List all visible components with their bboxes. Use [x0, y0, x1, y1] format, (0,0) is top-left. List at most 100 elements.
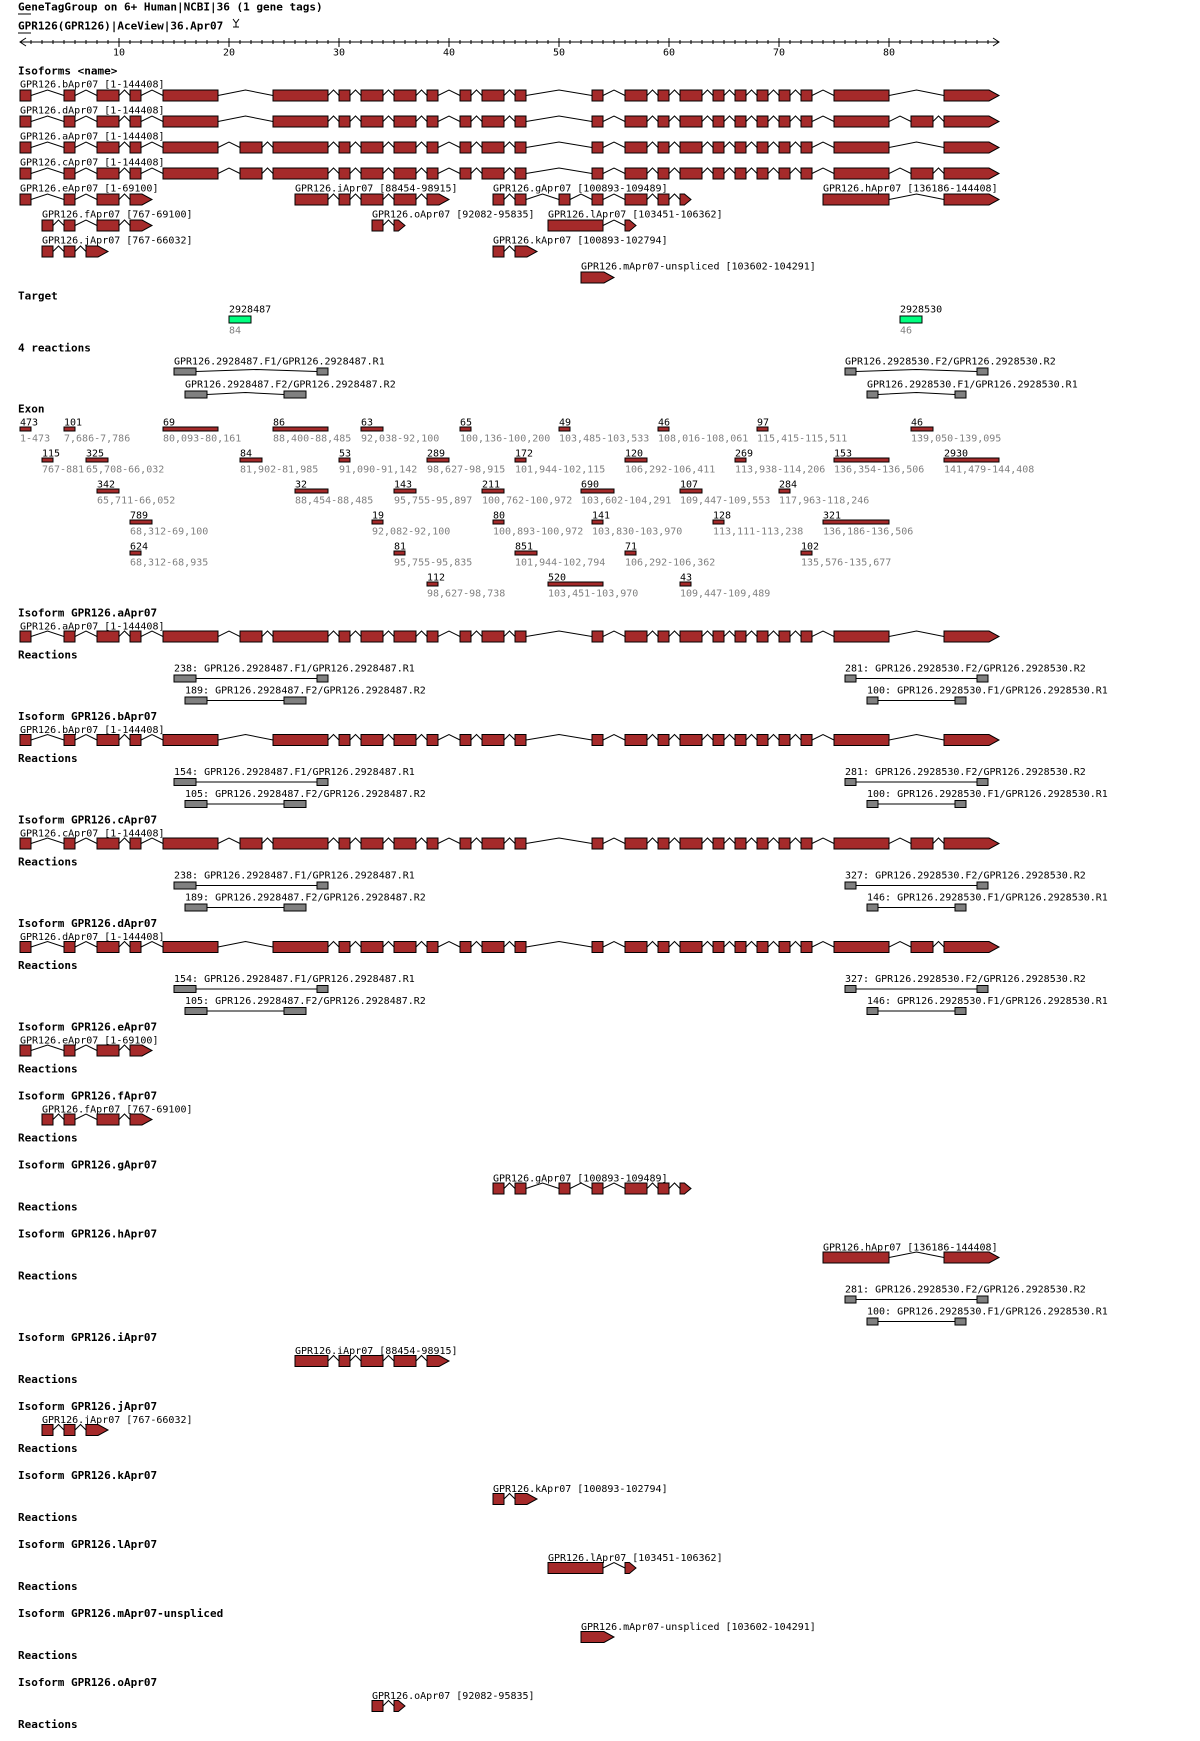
section-reaction-label[interactable]: 238: GPR126.2928487.F1/GPR126.2928487.R1 — [174, 871, 415, 882]
section-reaction[interactable]: 281: GPR126.2928530.F2/GPR126.2928530.R2 — [844, 664, 1086, 683]
section-reaction[interactable]: 154: GPR126.2928487.F1/GPR126.2928487.R1 — [173, 974, 415, 993]
isoform-label[interactable]: GPR126.gApr07 [100893-109489] — [493, 1174, 668, 1185]
isoform-k[interactable]: GPR126.kApr07 [100893-102794] — [492, 1484, 668, 1505]
section-reaction[interactable]: 100: GPR126.2928530.F1/GPR126.2928530.R1 — [866, 686, 1108, 705]
reaction-label[interactable]: GPR126.2928530.F2/GPR126.2928530.R2 — [845, 357, 1056, 368]
isoform-label[interactable]: GPR126.cApr07 [1-144408] — [20, 829, 165, 840]
isoform-label[interactable]: GPR126.hApr07 [136186-144408] — [823, 1243, 998, 1254]
section-reaction-label[interactable]: 238: GPR126.2928487.F1/GPR126.2928487.R1 — [174, 664, 415, 675]
section-reaction[interactable]: 189: GPR126.2928487.F2/GPR126.2928487.R2 — [184, 686, 426, 705]
isoform-f[interactable]: GPR126.fApr07 [767-69100] — [41, 1105, 193, 1126]
isoform-label[interactable]: GPR126.eApr07 [1-69100] — [20, 184, 158, 195]
isoform-o[interactable]: GPR126.oApr07 [92082-95835] — [371, 210, 535, 232]
isoform-j[interactable]: GPR126.jApr07 [767-66032] — [41, 1415, 193, 1436]
isoform-label[interactable]: GPR126.iApr07 [88454-98915] — [295, 1346, 458, 1357]
isoform-label[interactable]: GPR126.gApr07 [100893-109489] — [493, 184, 668, 195]
target-name[interactable]: 2928487 — [229, 305, 271, 316]
isoform-b[interactable]: GPR126.bApr07 [1-144408] — [19, 725, 1001, 746]
reaction-label[interactable]: GPR126.2928487.F2/GPR126.2928487.R2 — [185, 380, 396, 391]
section-reaction[interactable]: 146: GPR126.2928530.F1/GPR126.2928530.R1 — [866, 893, 1108, 912]
isoform-label[interactable]: GPR126.kApr07 [100893-102794] — [493, 1484, 668, 1495]
section-reaction[interactable]: 327: GPR126.2928530.F2/GPR126.2928530.R2 — [844, 974, 1086, 993]
isoform-c[interactable]: GPR126.cApr07 [1-144408] — [19, 829, 1001, 850]
isoform-label[interactable]: GPR126.jApr07 [767-66032] — [42, 236, 193, 247]
section-reaction-label[interactable]: 281: GPR126.2928530.F2/GPR126.2928530.R2 — [845, 664, 1086, 675]
section-reaction[interactable]: 100: GPR126.2928530.F1/GPR126.2928530.R1 — [866, 789, 1108, 808]
section-reaction[interactable]: 146: GPR126.2928530.F1/GPR126.2928530.R1 — [866, 996, 1108, 1015]
section-reaction-label[interactable]: 154: GPR126.2928487.F1/GPR126.2928487.R1 — [174, 767, 415, 778]
reaction-item[interactable]: GPR126.2928530.F1/GPR126.2928530.R1 — [866, 380, 1078, 399]
reaction-item[interactable]: GPR126.2928530.F2/GPR126.2928530.R2 — [844, 357, 1056, 376]
section-reaction-label[interactable]: 100: GPR126.2928530.F1/GPR126.2928530.R1 — [867, 1307, 1108, 1318]
isoform-label[interactable]: GPR126.dApr07 [1-144408] — [20, 106, 165, 117]
reaction-item[interactable]: GPR126.2928487.F1/GPR126.2928487.R1 — [173, 357, 385, 376]
isoform-label[interactable]: GPR126.oApr07 [92082-95835] — [372, 210, 535, 221]
isoform-label[interactable]: GPR126.hApr07 [136186-144408] — [823, 184, 998, 195]
isoform-label[interactable]: GPR126.fApr07 [767-69100] — [42, 1105, 193, 1116]
section-reaction-label[interactable]: 281: GPR126.2928530.F2/GPR126.2928530.R2 — [845, 767, 1086, 778]
isoform-m[interactable]: GPR126.mApr07-unspliced [103602-104291] — [580, 262, 816, 284]
isoform-i[interactable]: GPR126.iApr07 [88454-98915] — [294, 184, 458, 206]
section-reaction-label[interactable]: 154: GPR126.2928487.F1/GPR126.2928487.R1 — [174, 974, 415, 985]
section-reaction[interactable]: 281: GPR126.2928530.F2/GPR126.2928530.R2 — [844, 767, 1086, 786]
section-reaction[interactable]: 154: GPR126.2928487.F1/GPR126.2928487.R1 — [173, 767, 415, 786]
section-reaction[interactable]: 281: GPR126.2928530.F2/GPR126.2928530.R2 — [844, 1285, 1086, 1304]
isoform-l[interactable]: GPR126.lApr07 [103451-106362] — [547, 1553, 723, 1574]
reaction-item[interactable]: GPR126.2928487.F2/GPR126.2928487.R2 — [184, 380, 396, 399]
reaction-label[interactable]: GPR126.2928530.F1/GPR126.2928530.R1 — [867, 380, 1078, 391]
isoform-o[interactable]: GPR126.oApr07 [92082-95835] — [371, 1691, 535, 1712]
isoform-label[interactable]: GPR126.iApr07 [88454-98915] — [295, 184, 458, 195]
section-reaction[interactable]: 238: GPR126.2928487.F1/GPR126.2928487.R1 — [173, 664, 415, 683]
section-reaction-label[interactable]: 105: GPR126.2928487.F2/GPR126.2928487.R2 — [185, 996, 426, 1007]
isoform-e[interactable]: GPR126.eApr07 [1-69100] — [19, 184, 158, 206]
section-reaction[interactable]: 189: GPR126.2928487.F2/GPR126.2928487.R2 — [184, 893, 426, 912]
section-reaction-label[interactable]: 146: GPR126.2928530.F1/GPR126.2928530.R1 — [867, 996, 1108, 1007]
isoform-label[interactable]: GPR126.kApr07 [100893-102794] — [493, 236, 668, 247]
isoform-e[interactable]: GPR126.eApr07 [1-69100] — [19, 1036, 158, 1057]
section-reaction[interactable]: 238: GPR126.2928487.F1/GPR126.2928487.R1 — [173, 871, 415, 890]
section-reaction-label[interactable]: 105: GPR126.2928487.F2/GPR126.2928487.R2 — [185, 789, 426, 800]
section-reaction-label[interactable]: 327: GPR126.2928530.F2/GPR126.2928530.R2 — [845, 974, 1086, 985]
isoform-label[interactable]: GPR126.dApr07 [1-144408] — [20, 932, 165, 943]
section-reaction-label[interactable]: 189: GPR126.2928487.F2/GPR126.2928487.R2 — [185, 893, 426, 904]
gene-link[interactable]: GPR126(GPR126)|AceView|36.Apr07 — [18, 20, 223, 33]
isoform-a[interactable]: GPR126.aApr07 [1-144408] — [19, 132, 1001, 154]
isoform-label[interactable]: GPR126.aApr07 [1-144408] — [20, 622, 165, 633]
isoform-label[interactable]: GPR126.oApr07 [92082-95835] — [372, 1691, 535, 1702]
section-reaction-label[interactable]: 189: GPR126.2928487.F2/GPR126.2928487.R2 — [185, 686, 426, 697]
section-reaction-label[interactable]: 100: GPR126.2928530.F1/GPR126.2928530.R1 — [867, 686, 1108, 697]
section-reaction-label[interactable]: 146: GPR126.2928530.F1/GPR126.2928530.R1 — [867, 893, 1108, 904]
section-reaction-label[interactable]: 327: GPR126.2928530.F2/GPR126.2928530.R2 — [845, 871, 1086, 882]
isoform-label[interactable]: GPR126.lApr07 [103451-106362] — [548, 1553, 723, 1564]
isoform-c[interactable]: GPR126.cApr07 [1-144408] — [19, 158, 1001, 180]
